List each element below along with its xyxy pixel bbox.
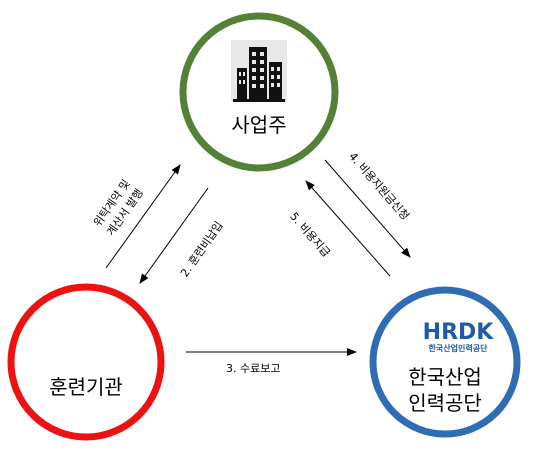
training-node-circle [7,283,165,441]
employer-node-circle [179,12,339,172]
edge-5-arrow [305,180,391,277]
building-icon [231,40,287,102]
edge-2-arrow [139,187,209,284]
edge-1-arrow [105,164,181,269]
hrdk-logo-text: HRDK [422,320,494,345]
hrdk-label-line2: 인력공단 [408,391,482,415]
edge-4-arrow [324,159,411,258]
hrdk-node-circle [369,286,521,438]
employer-label: 사업주 [231,113,287,137]
training-label: 훈련기관 [49,375,123,399]
hrdk-label-line1: 한국산업 [408,365,482,389]
hrdk-logo: HRDK 한국산업인력공단 [418,322,498,354]
hrdk-logo-subtitle: 한국산업인력공단 [428,344,488,353]
edge-3-label: 3. 수료보고 [226,362,281,375]
